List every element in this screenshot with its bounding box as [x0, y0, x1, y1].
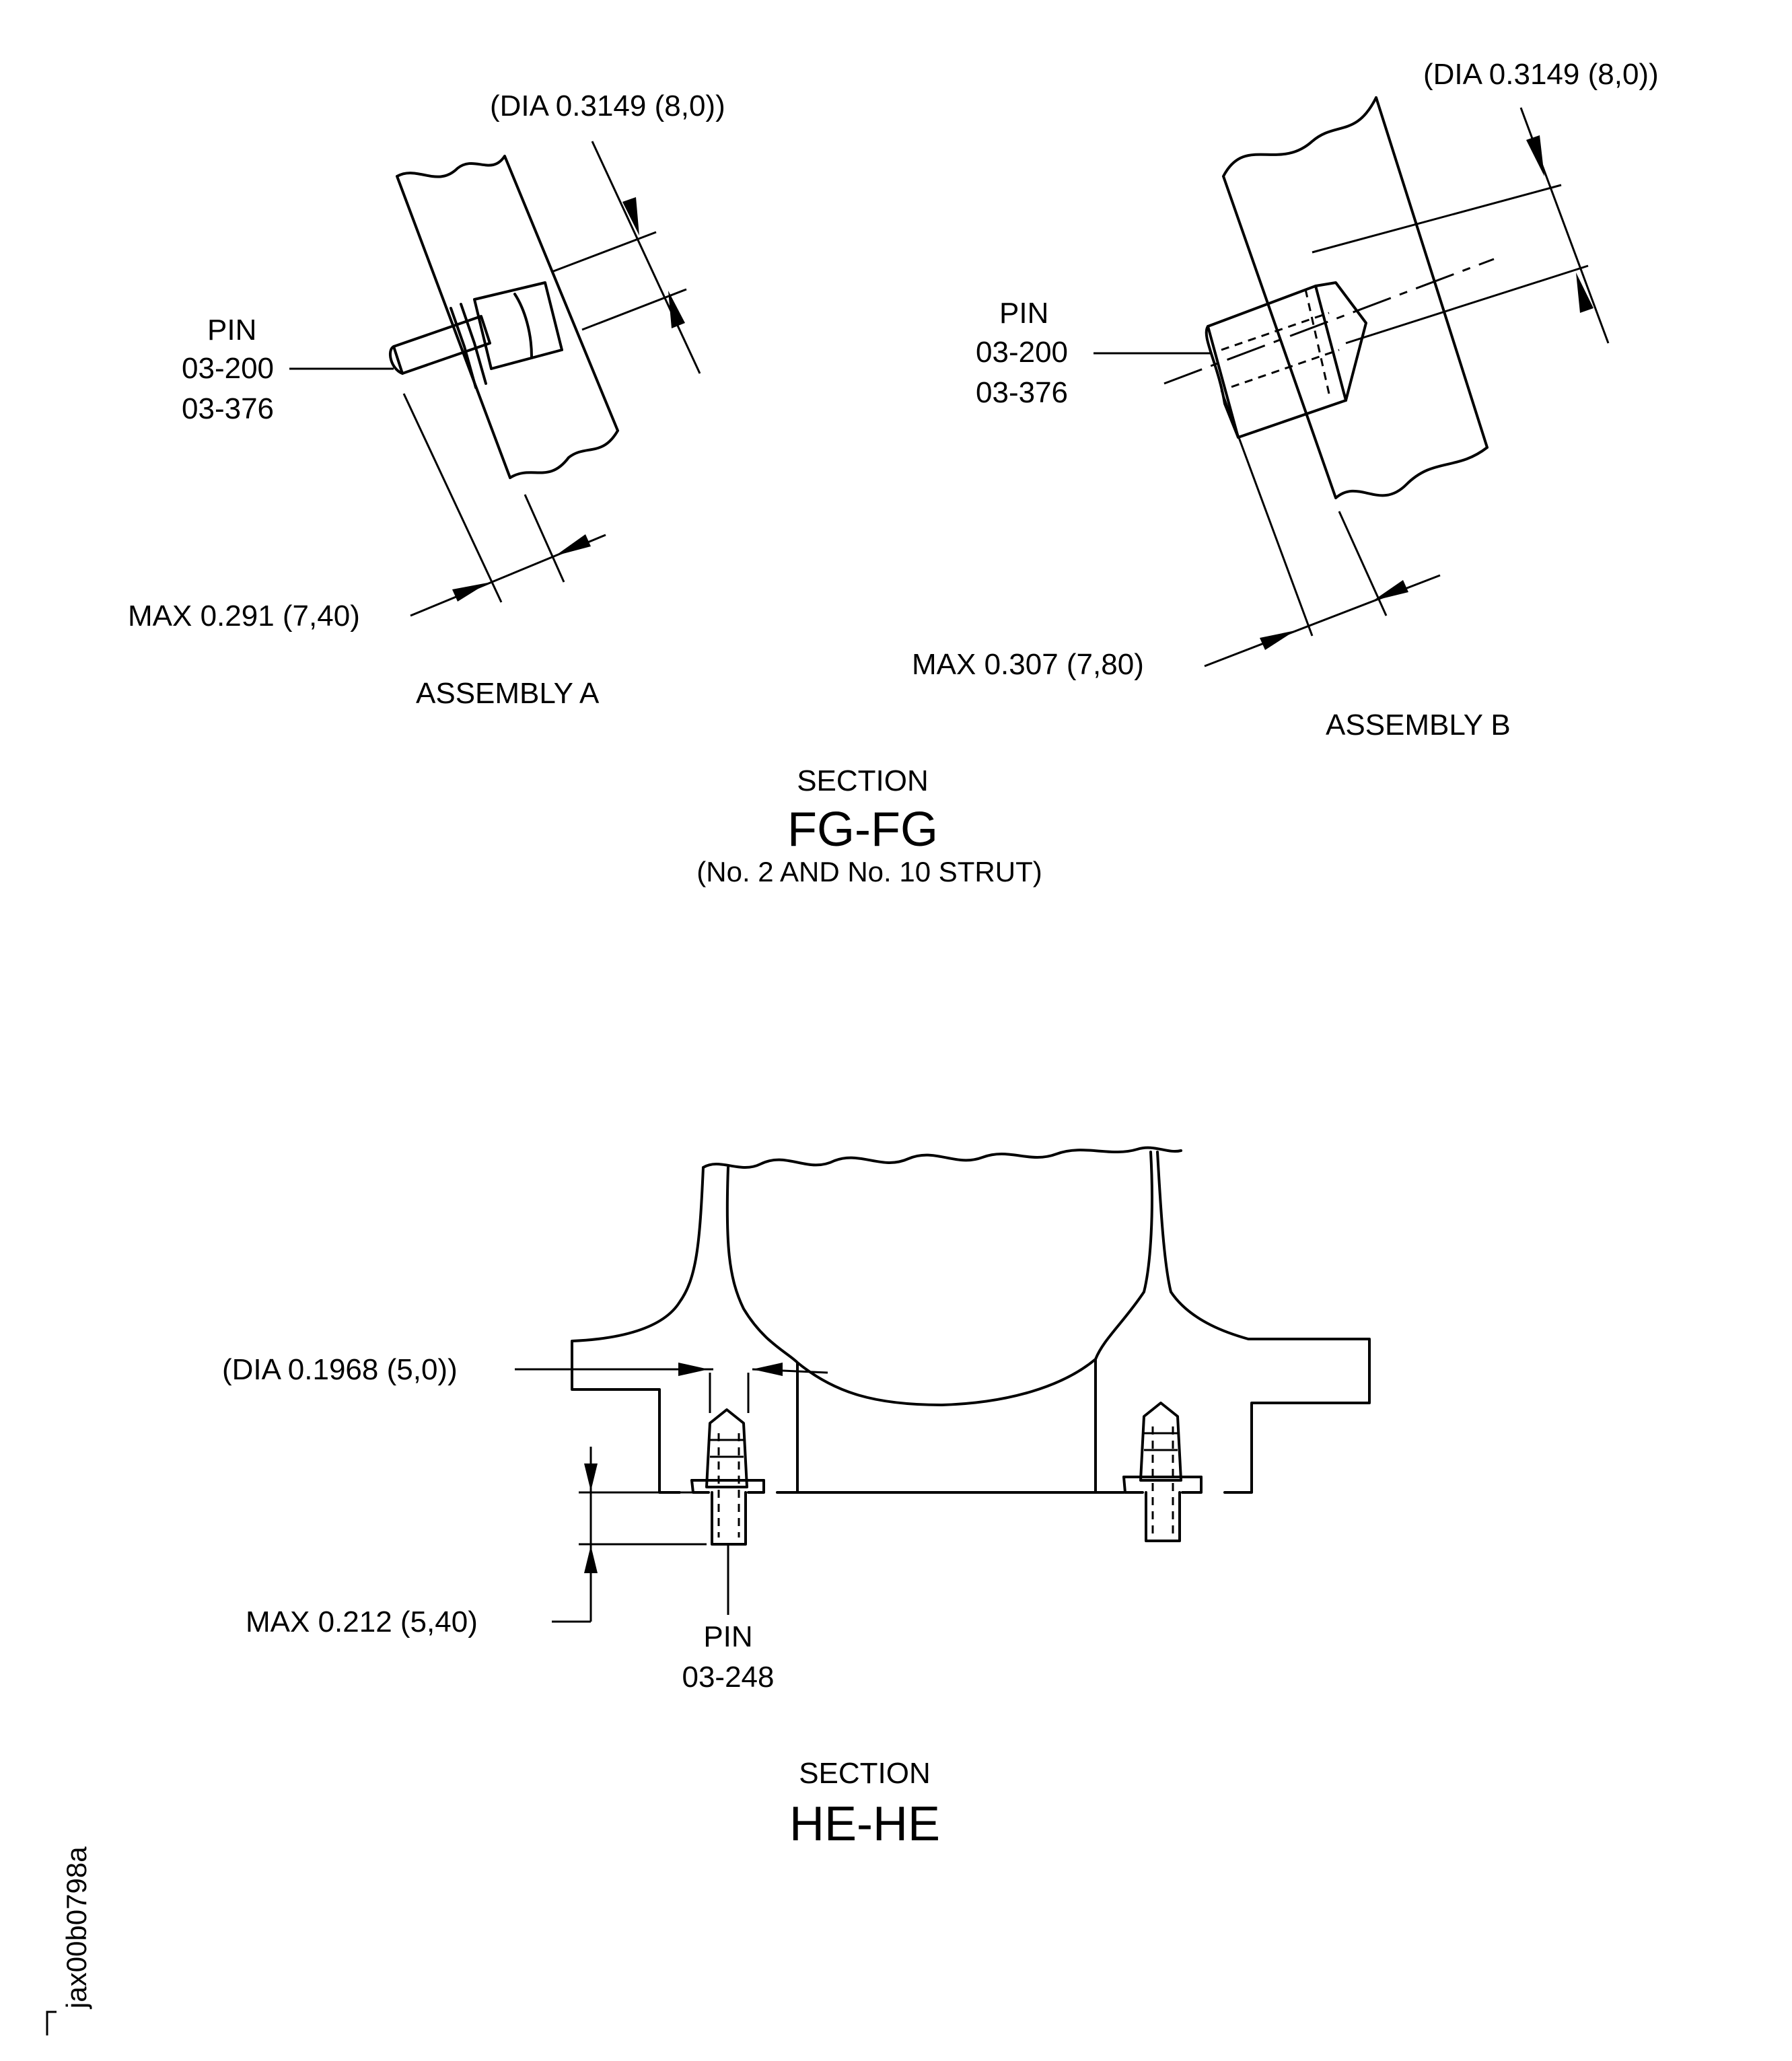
section-he-left-pin	[690, 1408, 765, 1546]
section-he-max-dimension	[552, 1447, 707, 1623]
section-fg-name: FG-FG	[787, 803, 938, 857]
assembly-a-pin-number-2: 03-376	[182, 392, 274, 425]
assembly-a: (DIA 0.3149 (8,0)) PIN 03-200 03-376 MAX…	[128, 89, 725, 710]
section-he-word: SECTION	[799, 1757, 931, 1790]
assembly-b: (DIA 0.3149 (8,0)) PIN 03-200 03-376 MAX…	[912, 58, 1659, 742]
assembly-b-dia-dimension	[1519, 107, 1610, 344]
section-fg-word: SECTION	[797, 764, 929, 797]
assembly-b-pin-title: PIN	[999, 297, 1048, 330]
assembly-b-pin-number-2: 03-376	[976, 376, 1068, 409]
section-he-max-label: MAX 0.212 (5,40)	[246, 1605, 478, 1638]
section-he-dia-label: (DIA 0.1968 (5,0))	[222, 1353, 458, 1386]
section-he-dia-dimension	[515, 1363, 828, 1413]
section-he: (DIA 0.1968 (5,0)) MAX 0.212 (5,40) PIN …	[222, 1146, 1371, 1851]
assembly-b-max-dimension	[1204, 574, 1441, 667]
assembly-b-max-label: MAX 0.307 (7,80)	[912, 648, 1144, 681]
section-fg-note: (No. 2 AND No. 10 STRUT)	[696, 856, 1042, 888]
section-he-name: HE-HE	[789, 1797, 940, 1851]
assembly-a-max-label: MAX 0.291 (7,40)	[128, 600, 360, 632]
figure-id-label: jax00b0798a	[61, 1846, 92, 2010]
assembly-a-pin-number-1: 03-200	[182, 352, 274, 385]
section-fg-caption: SECTION FG-FG (No. 2 AND No. 10 STRUT)	[696, 764, 1042, 888]
section-he-pin-number: 03-248	[682, 1661, 774, 1694]
section-he-housing	[571, 1146, 1371, 1494]
assembly-b-caption: ASSEMBLY B	[1326, 709, 1511, 742]
assembly-b-pin	[1205, 281, 1367, 439]
assembly-a-pin	[388, 281, 563, 389]
assembly-a-caption: ASSEMBLY A	[416, 677, 600, 710]
section-he-pin-title: PIN	[703, 1620, 752, 1653]
assembly-b-plate	[1222, 96, 1489, 499]
assembly-a-plate	[396, 155, 619, 479]
assembly-b-dia-label: (DIA 0.3149 (8,0))	[1423, 58, 1659, 91]
assembly-a-dia-dimension	[591, 141, 701, 374]
figure-id: jax00b0798a	[46, 1846, 92, 2035]
assembly-a-dia-label: (DIA 0.3149 (8,0))	[490, 89, 725, 122]
assembly-a-pin-title: PIN	[207, 314, 256, 347]
section-he-right-pin	[1122, 1402, 1203, 1542]
assembly-b-pin-number-1: 03-200	[976, 336, 1068, 369]
assembly-a-max-dimension	[410, 534, 606, 617]
